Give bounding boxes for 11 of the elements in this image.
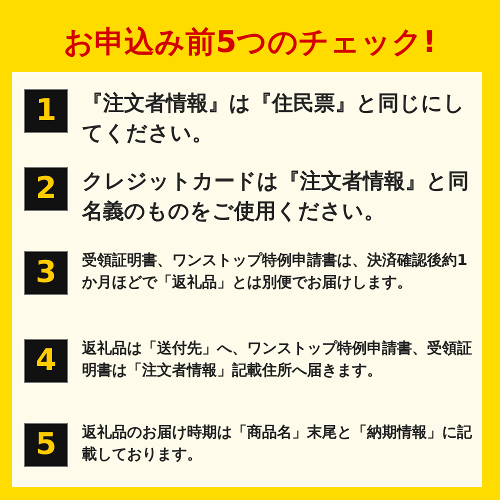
number-badge: 1 xyxy=(25,90,67,132)
checklist-text: 受領証明書、ワンストップ特例申請書は、決済確認後約1か月ほどで「返礼品」とは別便でお届けします。 xyxy=(82,250,468,293)
number-badge: 4 xyxy=(25,340,67,382)
title: お申込み前5つのチェック! xyxy=(62,24,438,62)
number-badge: 3 xyxy=(25,252,67,294)
number-badge: 5 xyxy=(25,424,67,466)
checklist-text: クレジットカードは『注文者情報』と同名義のものをご使用ください。 xyxy=(82,168,470,226)
checklist-text: 『注文者情報』は『住民票』と同じにしてください。 xyxy=(82,90,466,148)
checklist-text: 返礼品のお届け時期は「商品名」末尾と「納期情報」に記載しております。 xyxy=(82,422,472,465)
number-badge: 2 xyxy=(25,168,67,210)
checklist-text: 返礼品は「送付先」へ、ワンストップ特例申請書、受領証明書は「注文者情報」記載住所へ届きます。 xyxy=(82,338,472,381)
